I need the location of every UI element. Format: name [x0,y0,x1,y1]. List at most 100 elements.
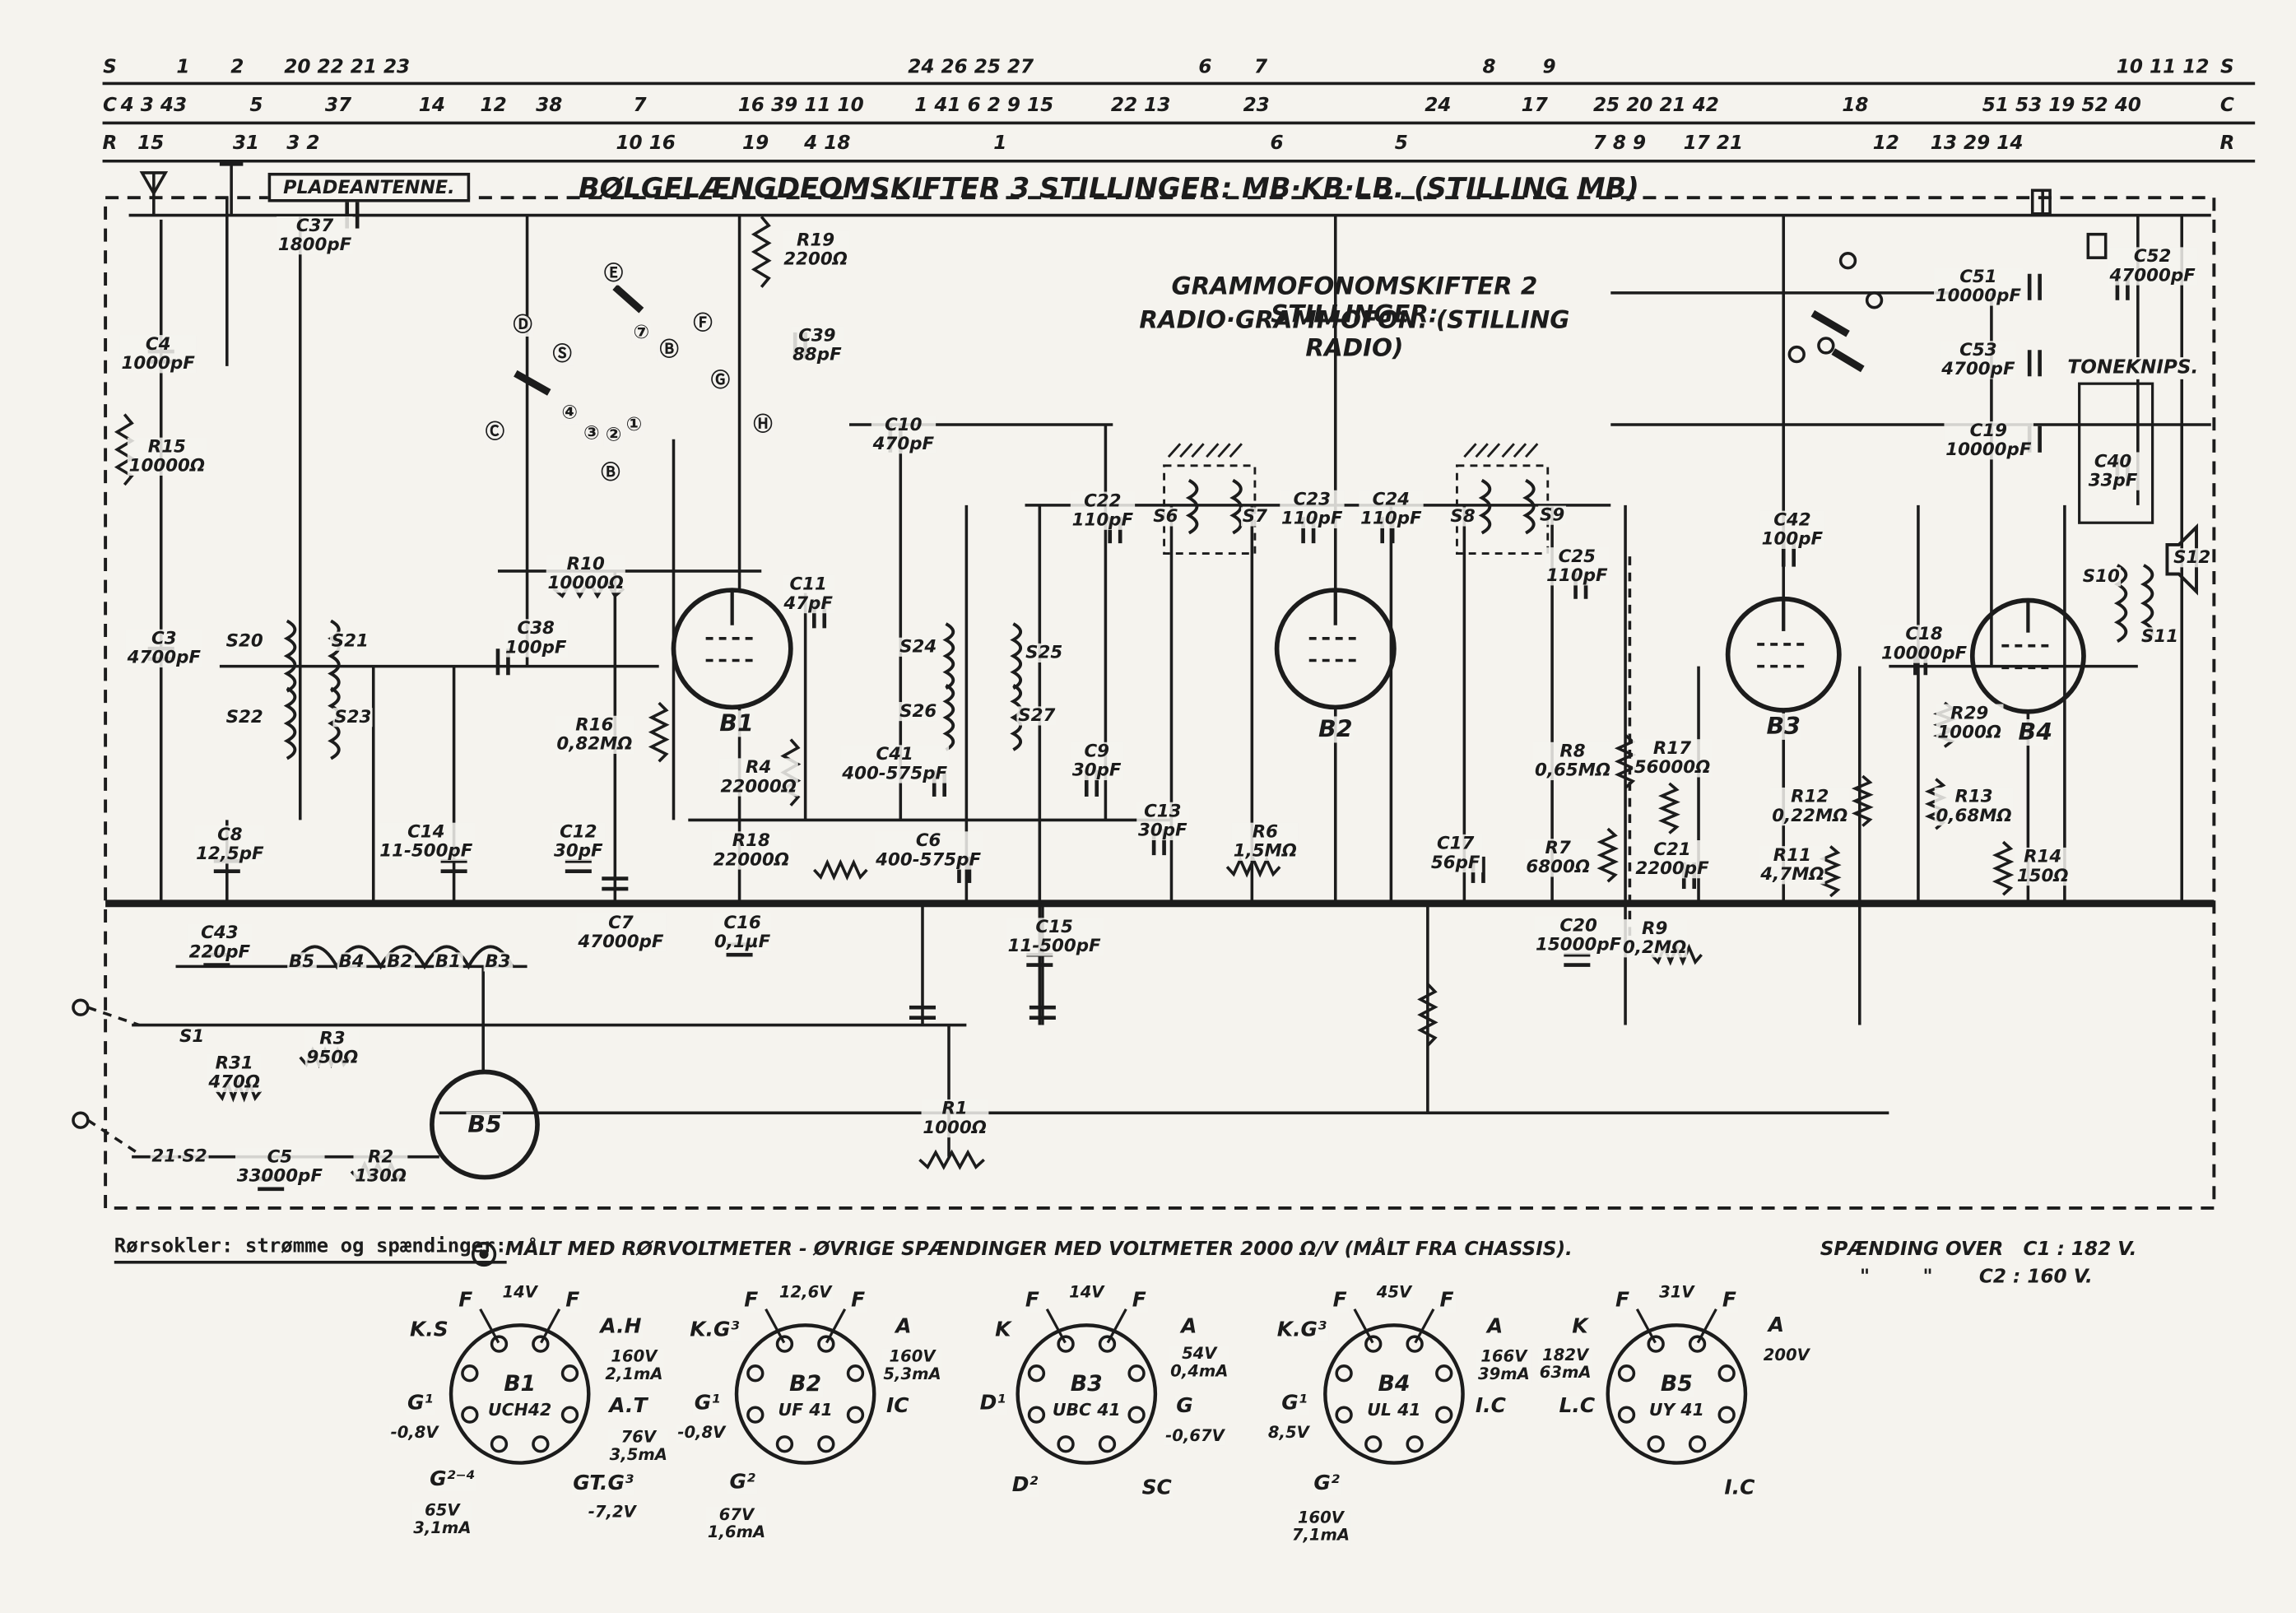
component-label: C41 400-575pF [840,743,949,784]
component-label: C22 110pF [1070,490,1135,531]
component-label: C6 400-575pF [874,830,983,871]
component-label: C24 110pF [1359,488,1424,529]
component-label: R2 130Ω [353,1146,408,1187]
component-label: C40 33pF [2087,450,2140,491]
component-label: Ⓗ [751,414,774,437]
socket-pin-label: 160V 5,3mA [881,1346,943,1384]
index-number: 51 53 19 52 40 [1982,95,2141,118]
index-number: 18 [1842,95,1869,118]
socket-pin-label: 45V [1374,1282,1413,1302]
wave-switch-title: BØLGELÆNGDEOMSKIFTER 3 STILLINGER: MB·KB… [578,172,1639,206]
component-label: S25 [1024,642,1064,663]
socket-pin-label: F [1024,1289,1041,1313]
socket-pin-label: 67V 1,6mA [706,1504,767,1542]
index-number: 31 [232,132,260,156]
socket-pin-label: G²⁻⁴ [428,1467,477,1492]
socket-pin-label: 65V 3,1mA [411,1500,473,1538]
voltage-note-c1: SPÆNDING OVER C1 : 182 V. [1820,1239,2137,1262]
component-label: S23 [332,706,374,727]
index-number: C [2219,95,2234,118]
component-label: C25 110pF [1545,546,1610,587]
socket-pin-label: I.C [1474,1394,1508,1419]
component-label: ⑦ [631,322,651,345]
component-label: C52 47000pF [2108,245,2197,286]
component-label: C9 30pF [1071,741,1123,781]
socket-pin-label: A [1179,1315,1199,1340]
component-label: C20 15000pF [1534,914,1623,955]
socket-name: B1 [502,1370,537,1397]
index-number: 20 22 21 23 [284,57,411,79]
index-number: 6 [1198,57,1212,79]
tube-type: UL 41 [1365,1399,1423,1420]
component-label: S2 [180,1146,209,1167]
component-label: C16 0,1µF [713,912,772,952]
gramophone-switch-title-line2: RADIO·GRAMMOFON. (STILLING RADIO) [1139,305,1570,362]
index-number: 5 [249,95,263,118]
socket-pin-label: 31V [1657,1282,1696,1302]
index-number: 6 [1270,132,1284,156]
index-number: 10 11 12 [2116,57,2210,79]
component-label: Ⓒ [484,421,506,444]
tube-label: B1 [718,709,755,737]
socket-pin-label: -0,8V [388,1423,440,1443]
socket-pin-label: A [894,1315,913,1340]
tube-label: B2 [1317,714,1355,743]
socket-pin-label: F [1614,1289,1631,1313]
component-label: S10 [2081,565,2122,587]
socket-pin-label: SC [1140,1476,1174,1501]
component-label: C21 2200pF [1634,839,1711,879]
socket-pin-label: 14V [500,1282,539,1302]
socket-pin-label: 8,5V [1267,1423,1311,1443]
component-label: S24 [898,635,938,658]
socket-pin-label: -0,67V [1164,1425,1226,1446]
index-number: 10 16 [616,132,676,156]
socket-name: B3 [1069,1370,1104,1397]
socket-pin-label: G² [1312,1471,1341,1496]
component-label: R1 1000Ω [921,1098,988,1138]
component-label: C39 88pF [791,324,844,365]
component-label: S1 [178,1025,206,1047]
component-label: B3 [483,951,513,972]
component-label: Ⓔ [602,263,625,286]
socket-pin-label: A [1485,1315,1505,1340]
tube-label: B4 [2016,718,2054,746]
component-label: R29 1000Ω [1936,702,2003,743]
component-label: ③ [582,422,602,446]
index-number: R [102,132,118,156]
socket-pin-label: A.H [598,1315,644,1340]
component-label: C43 220pF [187,922,252,963]
component-label: S8 [1448,505,1477,527]
index-number: 17 21 [1683,132,1744,156]
socket-pin-label: G¹ [1280,1391,1309,1416]
component-label: Ⓕ [691,313,714,336]
component-label: Ⓑ [658,339,681,362]
component-label: S12 [2172,546,2212,568]
socket-pin-label: F [1131,1289,1148,1313]
legend-note: MÅLT MED RØRVOLTMETER - ØVRIGE SPÆNDINGE… [504,1239,1573,1262]
component-label: C14 11-500pF [378,820,475,862]
component-label: C4 1000pF [119,333,197,374]
component-label: S9 [1538,504,1567,526]
index-number: 22 13 [1110,95,1171,118]
component-label: S7 [1240,505,1269,527]
component-label: R14 150Ω [2015,846,2071,886]
component-label: C51 10000pF [1934,266,2023,307]
socket-name: B4 [1376,1370,1412,1397]
measured-dot-icon [471,1241,497,1267]
socket-pin-label: K.G³ [688,1318,741,1343]
component-label: R10 10000Ω [546,553,625,593]
component-label: B2 [385,951,415,972]
index-number: 17 [1521,95,1548,118]
socket-pin-label: 182V 63mA [1537,1346,1593,1383]
component-label: S27 [1016,704,1057,726]
component-label: R12 0,22MΩ [1770,786,1850,826]
component-label: C12 30pF [552,820,605,862]
socket-pin-label: F [1331,1289,1349,1313]
socket-name: B5 [1659,1370,1694,1397]
index-number: S [103,57,117,79]
socket-pin-label: -7,2V [587,1502,638,1522]
component-label: C11 47pF [782,574,834,614]
component-label: R13 0,68MΩ [1934,786,2014,826]
